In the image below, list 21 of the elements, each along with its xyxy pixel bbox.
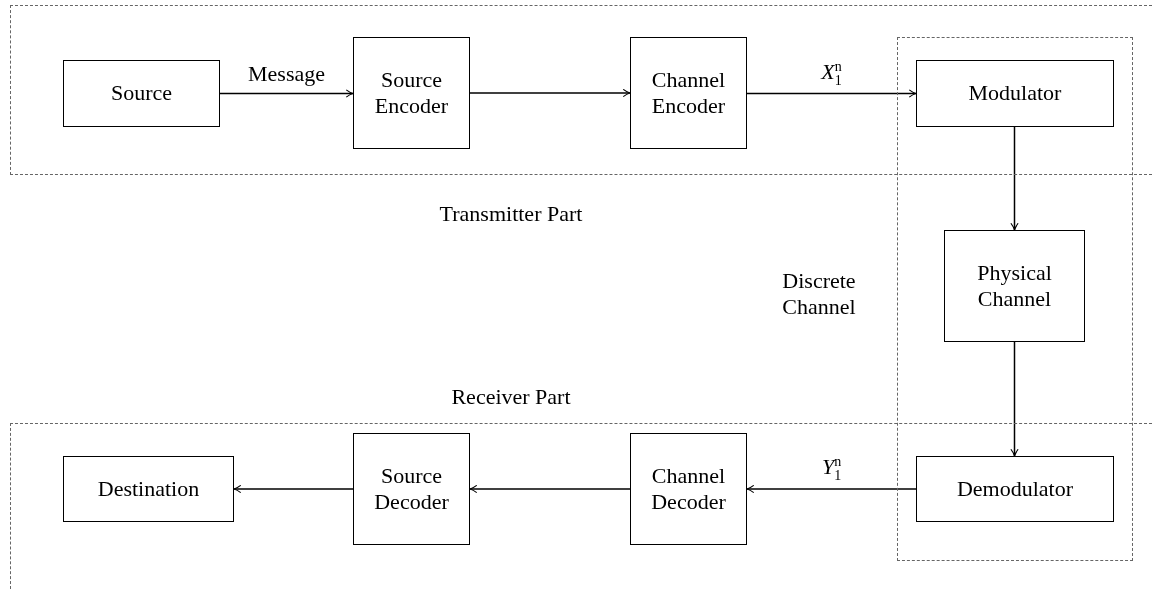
process-box: [63, 456, 234, 522]
process-box: [63, 60, 220, 127]
region-label: Discrete Channel: [781, 268, 857, 320]
process-box: [353, 433, 470, 545]
process-box: [916, 456, 1114, 522]
box-label: Source: [110, 80, 173, 107]
process-box: [353, 37, 470, 149]
process-box: [630, 433, 747, 545]
box-label: Channel Encoder: [650, 66, 727, 120]
box-label: Demodulator: [956, 475, 1074, 503]
region-label: Receiver Part: [450, 384, 572, 410]
box-label: Physical Channel: [976, 259, 1053, 313]
box-label: Channel Decoder: [650, 462, 727, 516]
region-label: Transmitter Part: [438, 201, 584, 227]
process-box: [944, 230, 1085, 342]
box-label: Source Encoder: [373, 66, 450, 120]
box-label: Modulator: [968, 80, 1062, 107]
process-box: [630, 37, 747, 149]
box-label: Source Decoder: [373, 462, 450, 516]
box-label: Destination: [97, 475, 200, 503]
process-box: [916, 60, 1114, 127]
